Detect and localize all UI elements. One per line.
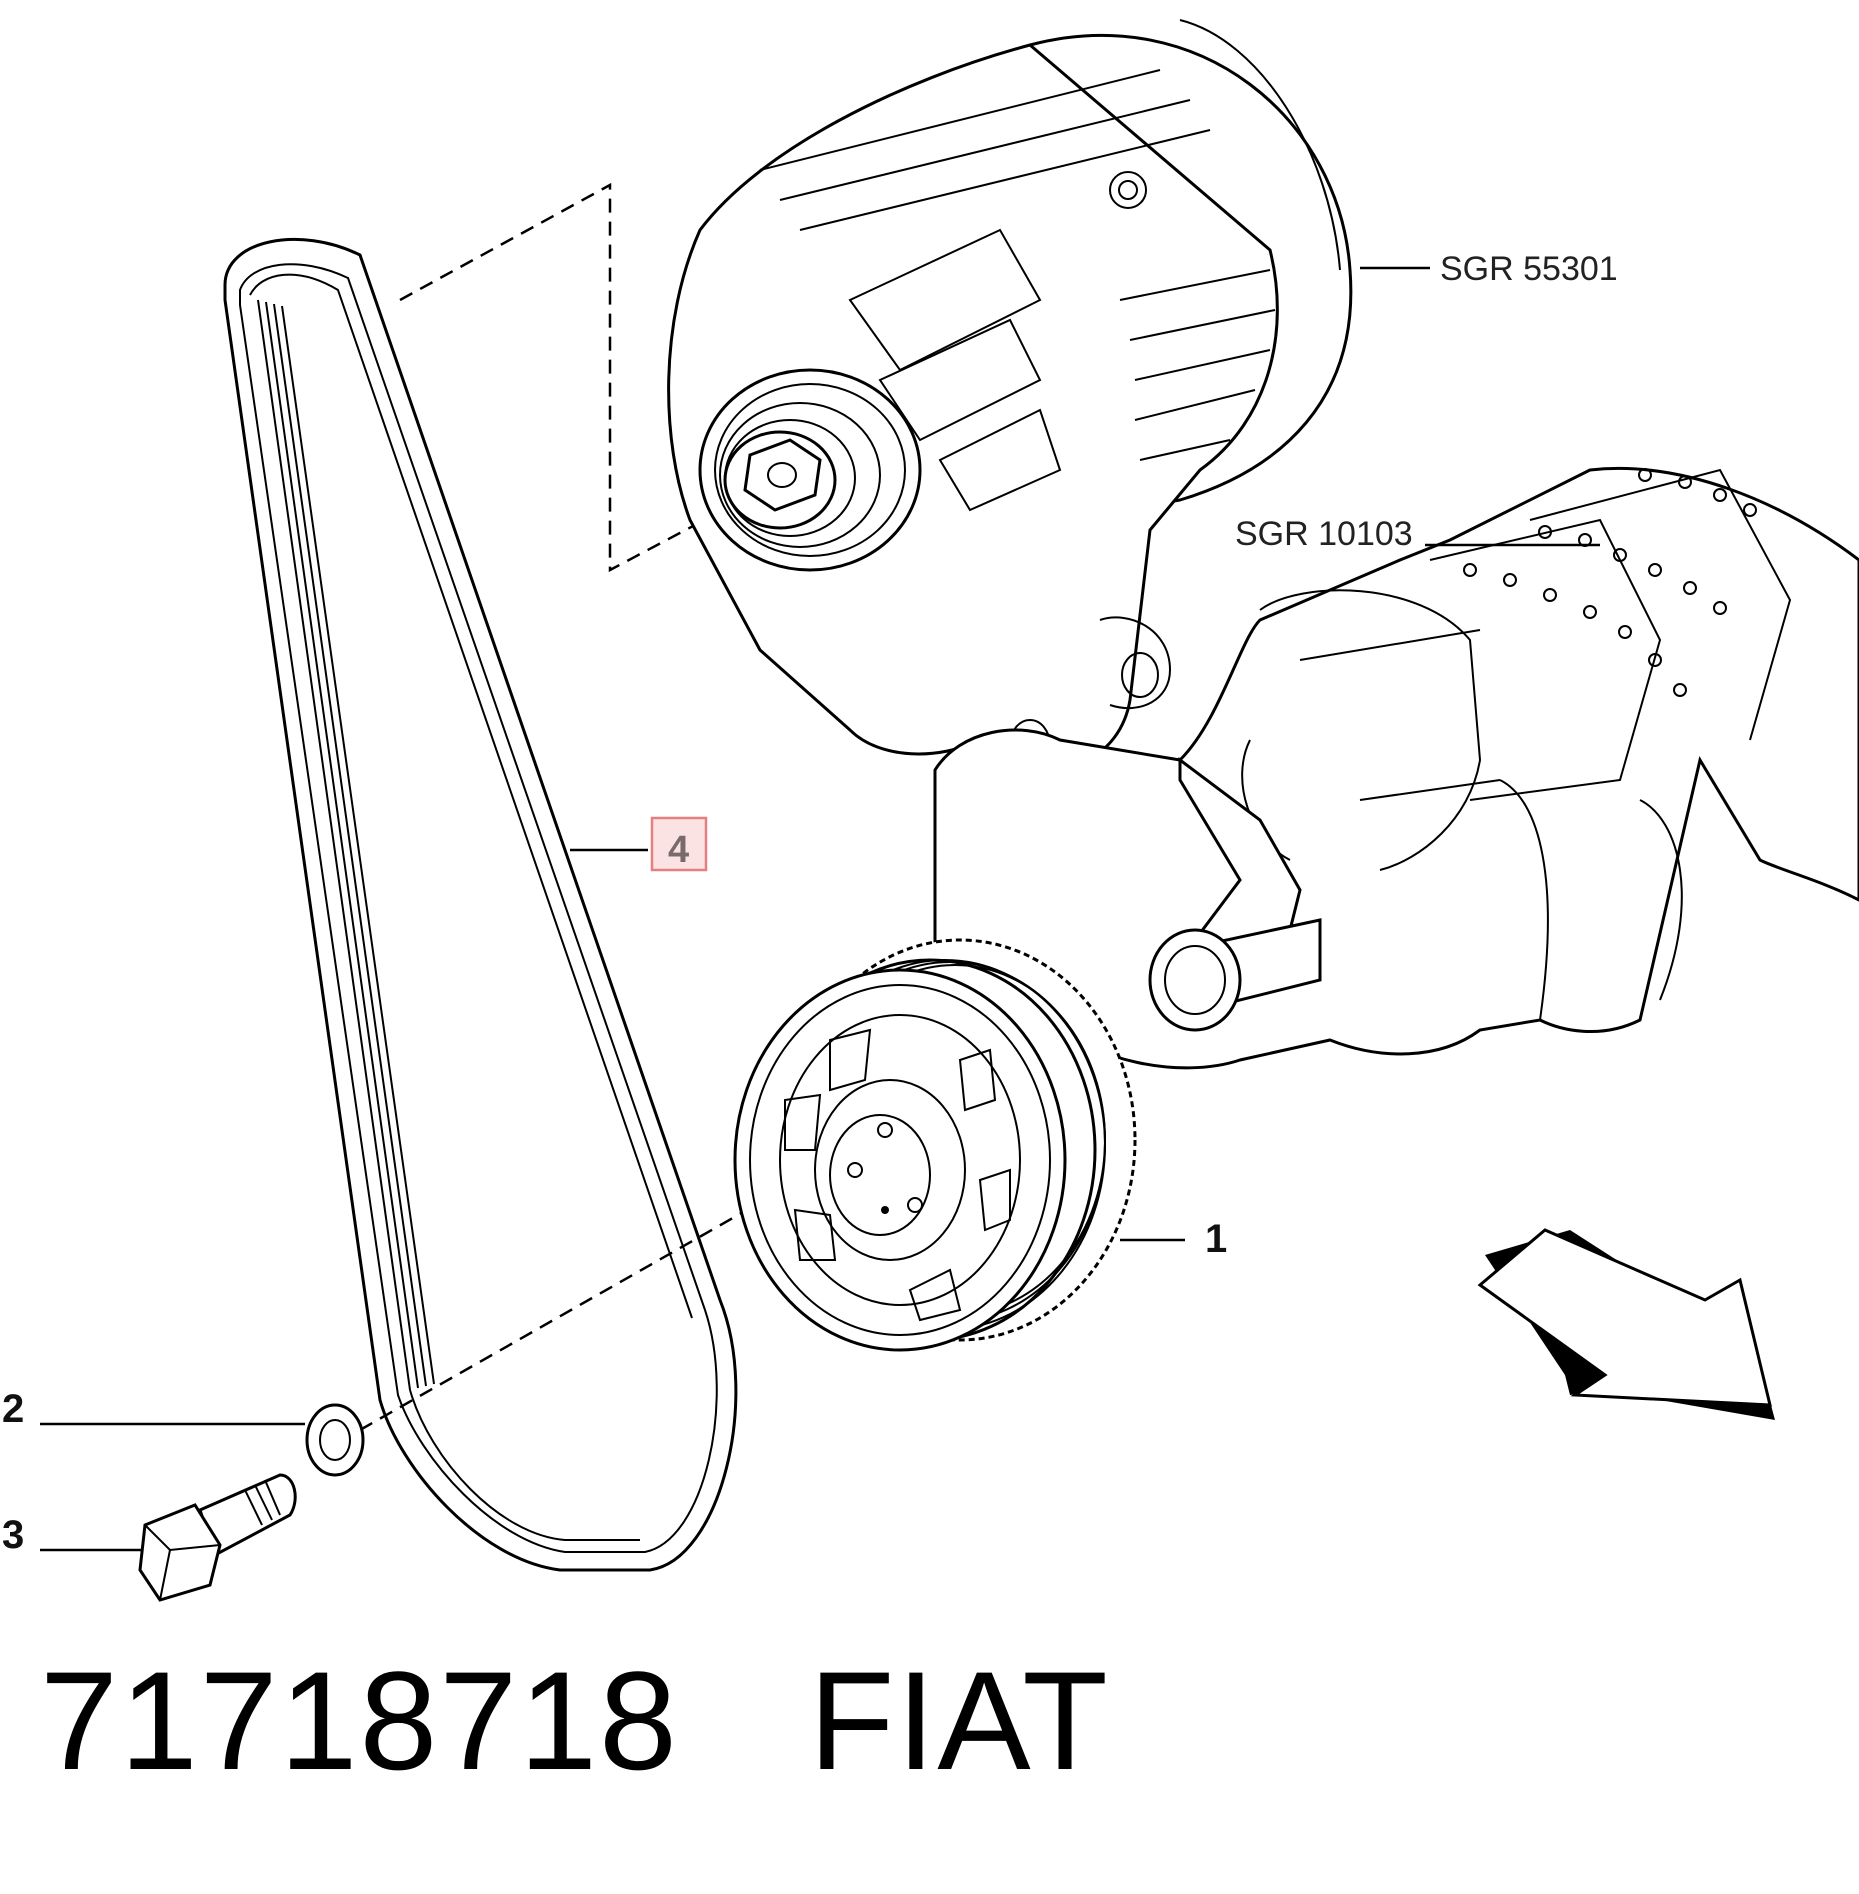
callout-4-belt-highlight: 4 bbox=[650, 816, 708, 872]
bolt bbox=[138, 1473, 297, 1602]
alternator-reference-label: SGR 55301 bbox=[1440, 250, 1618, 288]
poly-v-belt bbox=[223, 237, 738, 1572]
callout-3-bolt: 3 bbox=[2, 1513, 24, 1557]
callout-leaders bbox=[40, 266, 1600, 1552]
callout-4-belt: 4 bbox=[668, 829, 689, 871]
crankshaft bbox=[933, 466, 1859, 1070]
part-number: 71718718 bbox=[40, 1642, 679, 1799]
washer bbox=[305, 1403, 365, 1477]
brand-name: FIAT bbox=[808, 1642, 1110, 1799]
crankshaft-pulley bbox=[733, 938, 1137, 1352]
callout-2-washer: 2 bbox=[2, 1387, 24, 1431]
crankshaft-reference-label: SGR 10103 bbox=[1235, 515, 1413, 553]
callout-1-pulley: 1 bbox=[1205, 1217, 1227, 1261]
alternator bbox=[667, 19, 1353, 774]
part-caption: 71718718 FIAT bbox=[40, 1640, 1110, 1802]
direction-arrow bbox=[1477, 1228, 1775, 1420]
